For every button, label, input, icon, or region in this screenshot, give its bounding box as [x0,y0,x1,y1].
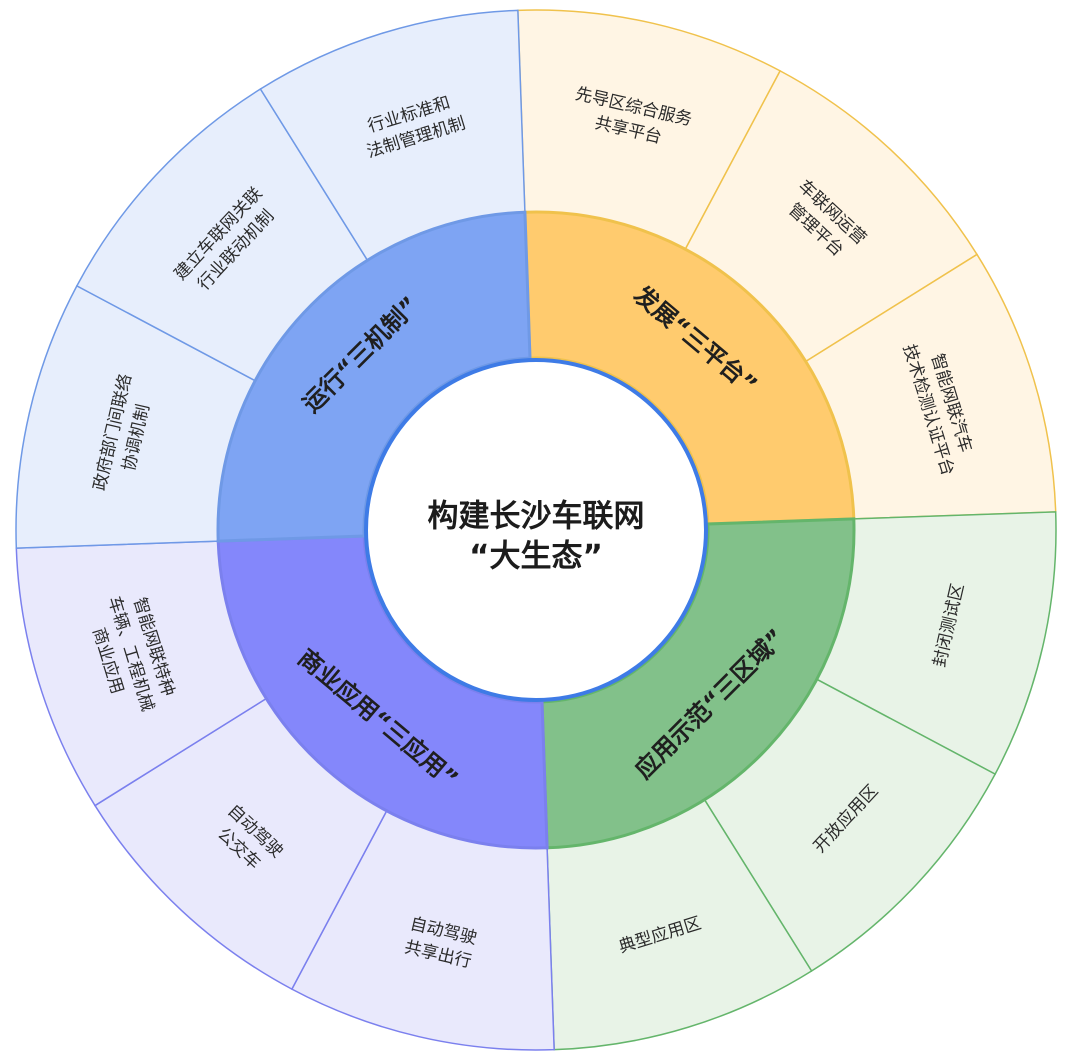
center-title-line-2: “大生态” [469,539,603,575]
outer-ring: 先导区综合服务共享平台车联网运营管理平台智能网联汽车技术检测认证平台封闭测试区开… [15,9,1057,1051]
center-circle [364,358,708,702]
center-circle-group: 构建长沙车联网 “大生态” [364,358,708,702]
center-title-line-1: 构建长沙车联网 [428,499,645,535]
